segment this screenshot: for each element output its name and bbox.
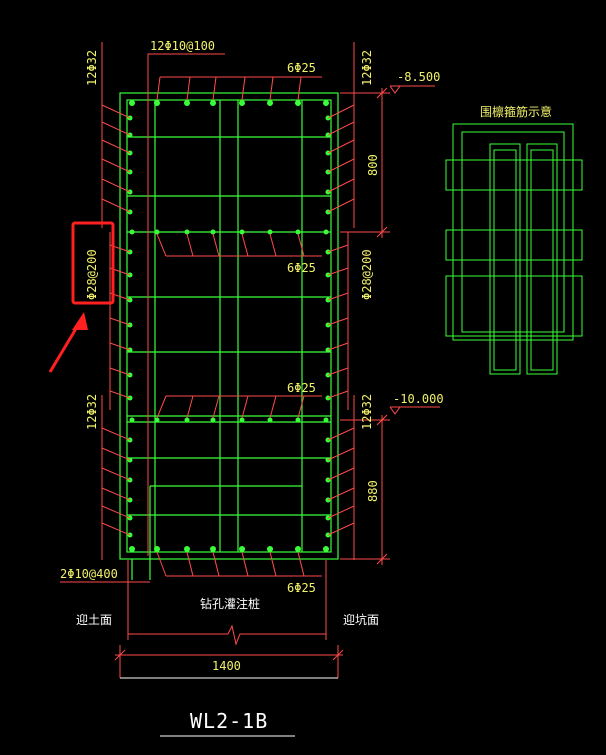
label-stirrup-note: 围檩箍筋示意 <box>480 104 552 119</box>
label-left-side: 迎土面 <box>76 613 112 627</box>
label-bottom-bars-count: 6Φ25 <box>287 581 316 595</box>
label-dim-top: 800 <box>366 154 380 176</box>
arrow-shaft <box>48 321 82 373</box>
label-left-vertical: Φ28@200 <box>85 249 99 300</box>
rebar-dots <box>127 100 331 552</box>
stirrup-sketch <box>445 123 583 375</box>
label-right-side: 迎坑面 <box>343 612 379 627</box>
dimension-lines <box>114 85 440 737</box>
label-bottom-right-bars: 12Φ32 <box>360 394 374 430</box>
label-top-bars-count: 6Φ25 <box>287 61 316 75</box>
label-mid-bars-1: 6Φ25 <box>287 261 316 275</box>
drawing-title: WL2-1B <box>190 709 268 733</box>
arrow-head-icon <box>72 312 88 330</box>
label-elev-top: -8.500 <box>397 70 440 84</box>
beam-outline <box>119 92 339 580</box>
highlight-annotation <box>48 221 115 373</box>
label-mid-bars-2: 6Φ25 <box>287 381 316 395</box>
highlight-box <box>71 221 115 305</box>
label-dim-bottom: 880 <box>366 480 380 502</box>
label-bottom-left-bars: 12Φ32 <box>85 394 99 430</box>
label-top-stirrup: 12Φ10@100 <box>150 39 215 53</box>
label-top-left-bars: 12Φ32 <box>85 50 99 86</box>
label-top-right-bars: 12Φ32 <box>360 50 374 86</box>
leader-lines <box>60 42 355 583</box>
label-right-vertical: Φ28@200 <box>360 249 374 300</box>
label-bottom-stirrup: 2Φ10@400 <box>60 567 118 581</box>
label-center: 钻孔灌注桩 <box>200 596 260 611</box>
label-width-dim: 1400 <box>212 659 241 673</box>
label-elev-bottom: -10.000 <box>393 392 444 406</box>
